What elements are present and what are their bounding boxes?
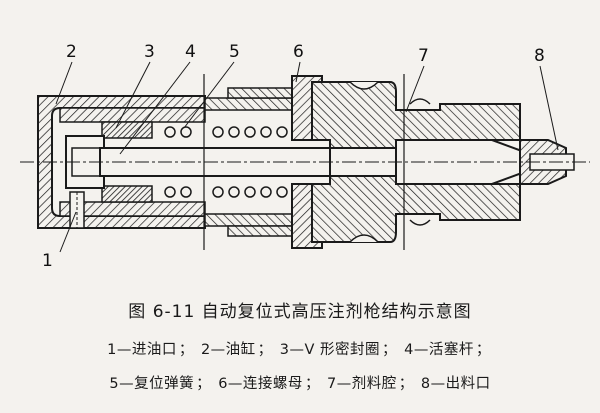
callout-8: 8 [534, 46, 545, 66]
v-seal-rings [101, 121, 153, 203]
spring-housing [204, 87, 293, 237]
leader-lines [55, 61, 559, 253]
legend-line: 5—复位弹簧； 6—连接螺母； 7—剂料腔； 8—出料口 [109, 376, 491, 392]
legend-item: 2—油缸 [200, 342, 256, 358]
callout-2: 2 [66, 42, 77, 62]
oil-cylinder [37, 95, 206, 229]
injection-gun-diagram [20, 61, 590, 253]
return-spring [164, 126, 288, 198]
callout-3: 3 [144, 42, 155, 62]
legend-item: 3—V 形密封圈 [279, 342, 381, 358]
figure-caption: 图 6-11 自动复位式高压注剂枪结构示意图 [128, 302, 472, 322]
legend-item: 8—出料口 [420, 376, 491, 392]
legend-item: 4—活塞杆 [404, 342, 474, 358]
callout-5: 5 [229, 42, 240, 62]
legend-line: 1—进油口； 2—油缸； 3—V 形密封圈； 4—活塞杆； [107, 342, 491, 358]
callout-1: 1 [42, 251, 53, 271]
callout-7: 7 [418, 46, 429, 66]
legend-item: 1—进油口 [107, 342, 177, 358]
callout-4: 4 [185, 42, 196, 62]
nozzle-body [311, 81, 531, 243]
callout-6: 6 [293, 42, 304, 62]
legend-item: 5—复位弹簧 [109, 376, 195, 392]
legend-item: 6—连接螺母 [218, 376, 303, 392]
legend-item: 7—剂料腔 [327, 376, 397, 392]
